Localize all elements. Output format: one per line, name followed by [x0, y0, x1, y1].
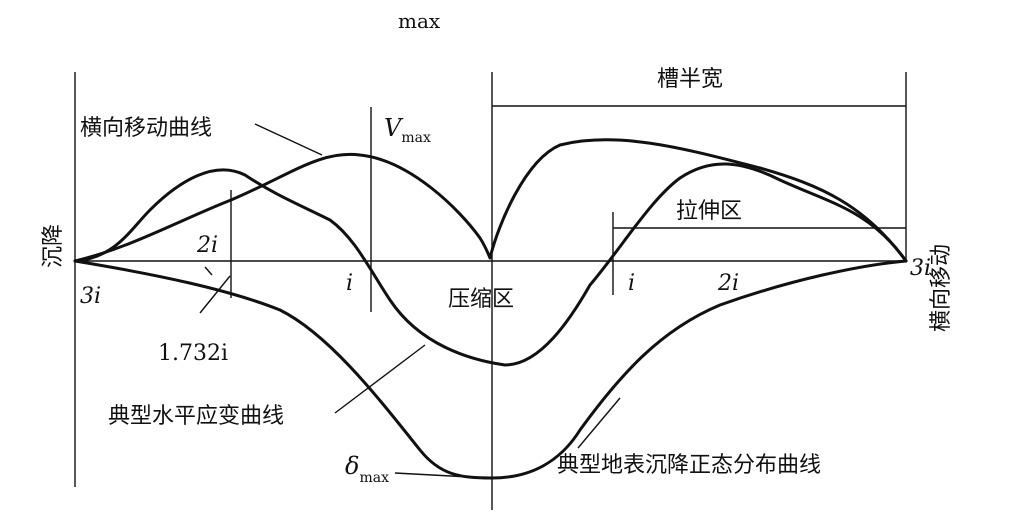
delta-max-subscript: max: [359, 470, 389, 486]
tick-right-2i: 2i: [717, 271, 739, 296]
vmax-symbol: V: [384, 114, 404, 142]
tick-left-3i: 3i: [80, 284, 101, 309]
compression-zone-label: 压缩区: [448, 287, 514, 312]
delta-max-symbol: δ: [345, 452, 359, 480]
right-axis-label: 横向移动: [929, 244, 954, 332]
lateral-movement-curve: [73, 138, 908, 263]
vmax-label: Vmax: [384, 114, 431, 146]
lateral-curve-label: 横向移动曲线: [80, 116, 212, 141]
horizontal-strain-curve: [73, 162, 908, 367]
lateral-curve-leader: [254, 123, 323, 156]
half-width-label: 槽半宽: [657, 67, 723, 92]
settlement-curve-label: 典型地表沉降正态分布曲线: [557, 453, 821, 478]
inflection-label: 1.732i: [158, 341, 228, 366]
top-label: max: [398, 9, 441, 33]
tension-zone-label: 拉伸区: [676, 199, 742, 224]
tick-right-3i: 3i: [910, 256, 931, 281]
strain-curve-label: 典型水平应变曲线: [108, 404, 284, 429]
inflection-tick-mark: [204, 266, 213, 276]
tick-left-i: i: [346, 271, 353, 296]
vmax-subscript: max: [401, 130, 431, 146]
settlement-curve-leader: [577, 397, 621, 449]
inflection-leader: [199, 275, 231, 314]
delta-max-leader: [394, 472, 489, 479]
tick-left-2i: 2i: [196, 233, 218, 258]
delta-max-label: δmax: [345, 452, 389, 486]
settlement-curve: [73, 259, 908, 480]
strain-curve-leader: [334, 344, 426, 414]
tick-right-i: i: [628, 271, 635, 296]
left-axis-label: 沉降: [41, 224, 66, 268]
